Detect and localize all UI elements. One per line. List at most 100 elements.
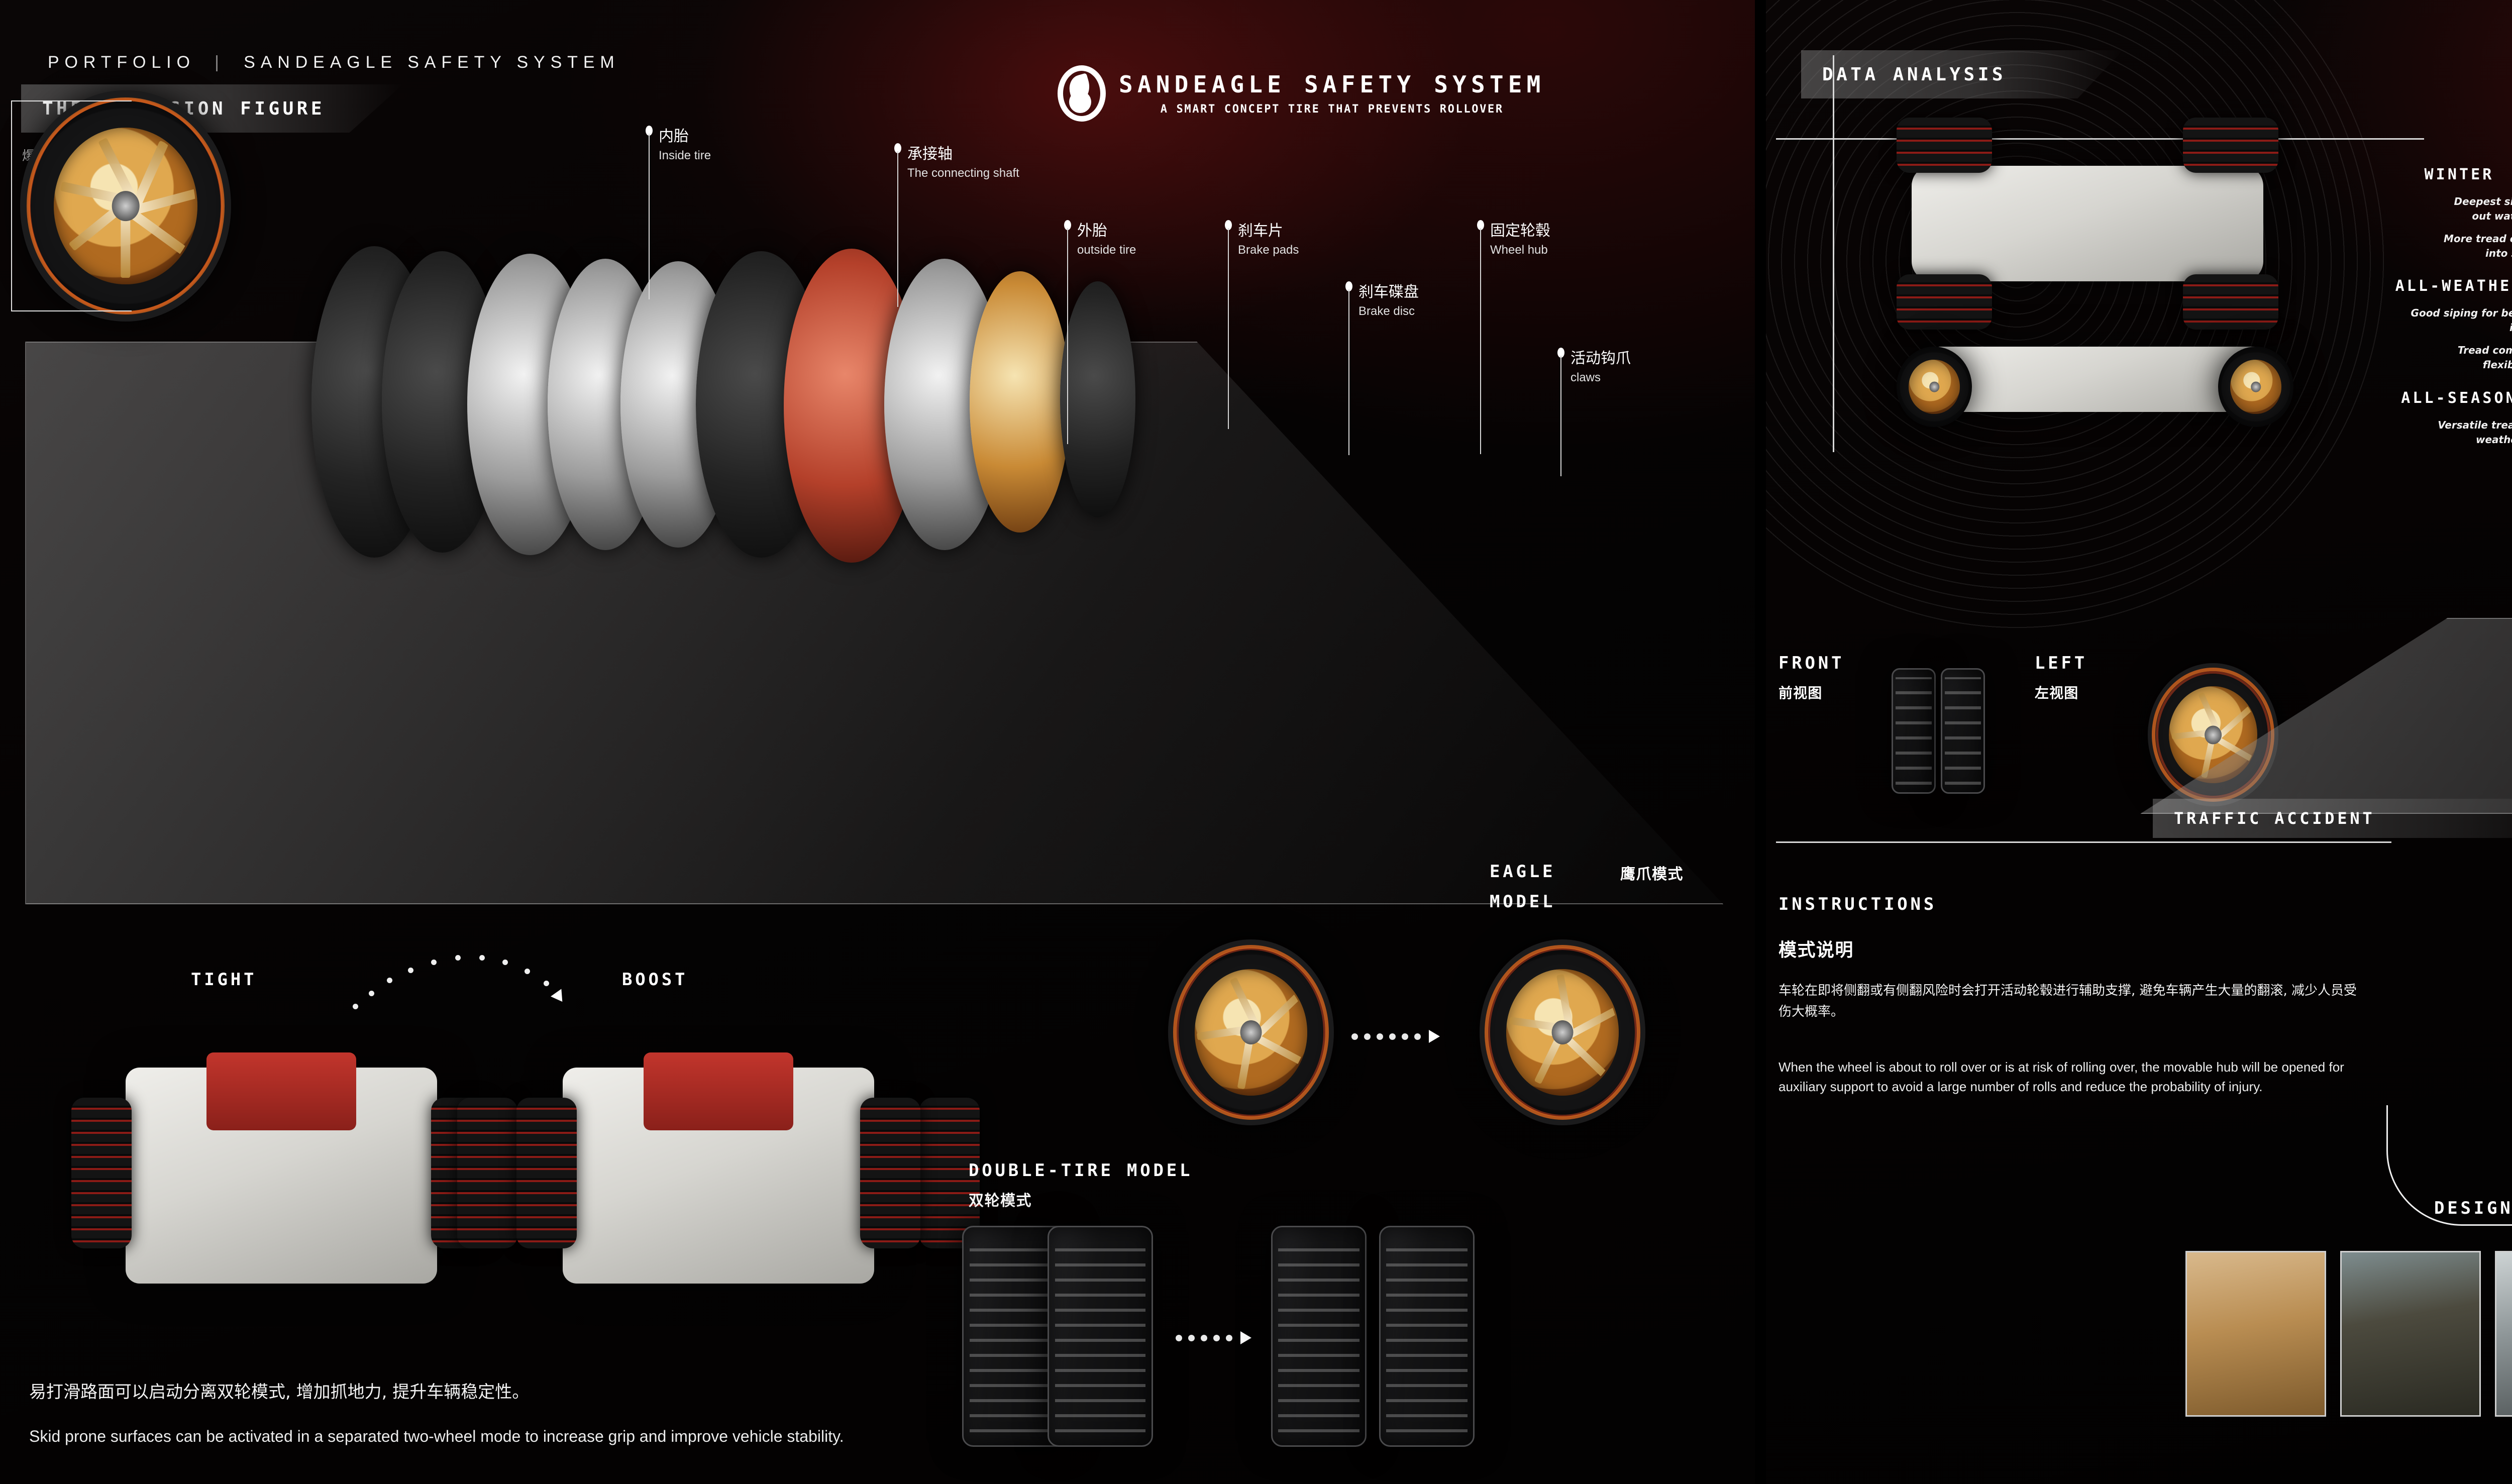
mode-transition-arrow — [352, 944, 573, 1015]
view-label-front-en: FRONT — [1778, 653, 1845, 673]
side-view-wheel-front — [1897, 347, 1972, 427]
design-scenario-title: DESIGN SCENARIO DIAGRAM — [2434, 1198, 2512, 1218]
portfolio-label: PORTFOLIO — [48, 53, 195, 72]
arrow-head-icon — [1240, 1331, 1251, 1344]
vehicle-cabin — [644, 1052, 793, 1130]
spec-all-season: ALL-SEASON Versatile tread for normal we… — [2334, 389, 2512, 455]
spec-winter: WINTER Deepest siping to push out water … — [2334, 166, 2512, 269]
mode-label-tight: TIGHT — [191, 970, 257, 990]
callout-dot-icon — [1345, 281, 1352, 291]
views-bottom-rule — [1776, 841, 2391, 843]
double-tire-transition-dots — [1176, 1331, 1251, 1344]
left-panel: PORTFOLIO | SANDEAGLE SAFETY SYSTEM SAND… — [0, 0, 1755, 1484]
mode-description-cn: 易打滑路面可以启动分离双轮模式, 增加抓地力, 提升车辆稳定性。 — [29, 1382, 530, 1402]
eagle-mode-tire-open — [1480, 939, 1645, 1125]
brand-tagline: A SMART CONCEPT TIRE THAT PREVENTS ROLLO… — [1160, 102, 1504, 116]
callout-en-label: Brake pads — [1238, 243, 1299, 257]
callout-en-label: Wheel hub — [1490, 243, 1548, 257]
callout-stem — [897, 151, 898, 307]
spec-heading: ALL-SEASON — [2401, 389, 2512, 407]
callout-cn-label: 活动钩爪 — [1571, 350, 1631, 367]
vehicle-top-view-render — [1897, 118, 2278, 330]
callout-dot-icon — [894, 143, 901, 153]
double-tire-model-cn: 双轮模式 — [969, 1192, 1032, 1210]
hero-tire-render — [20, 90, 231, 322]
callout-stem — [1560, 356, 1561, 476]
vehicle-wheel-right-outer — [919, 1098, 980, 1248]
hero-tire-frame — [11, 100, 132, 311]
vehicle-wheel-left-outer — [457, 1098, 517, 1248]
project-name: SANDEAGLE SAFETY SYSTEM — [244, 53, 620, 72]
tire-hub — [2205, 725, 2222, 745]
instructions-cn-body: 车轮在即将侧翻或有侧翻风险时会打开活动轮毂进行辅助支撑, 避免车辆产生大量的翻滚… — [1778, 983, 2357, 1019]
instructions-title: INSTRUCTIONS — [1778, 894, 1937, 914]
vehicle-cabin — [206, 1052, 356, 1130]
tire-sidewall-ring — [26, 97, 225, 315]
instructions-cn-body-wrap: 车轮在即将侧翻或有侧翻风险时会打开活动轮毂进行辅助支撑, 避免车辆产生大量的翻滚… — [1778, 981, 2361, 1022]
spec-line: Tread compound stays flexible below 7°C — [2457, 344, 2512, 371]
logo-text-group: SANDEAGLE SAFETY SYSTEM A SMART CONCEPT … — [1119, 71, 1545, 116]
panel-divider — [1755, 0, 1766, 1484]
eagle-model-cn: 鹰爪模式 — [1620, 866, 1684, 883]
tire-hub — [1929, 381, 1939, 392]
callout-cn-label: 刹车碟盘 — [1358, 283, 1419, 301]
photo-snow-crash — [2340, 1251, 2481, 1417]
callout-stem — [1067, 228, 1068, 444]
data-analysis-banner: DATA ANALYSIS — [1801, 50, 2123, 98]
spec-line: Versatile tread for normal weather condi… — [2438, 419, 2512, 446]
spec-heading: ALL-WEATHER — [2395, 277, 2512, 295]
traffic-accident-banner: TRAFFIC ACCIDENT — [2153, 799, 2512, 838]
callout-cn-label: 内胎 — [659, 128, 689, 145]
data-analysis-underline — [1776, 138, 2424, 140]
instructions-en-body: When the wheel is about to roll over or … — [1778, 1059, 2344, 1094]
vehicle-render-boost — [457, 1052, 980, 1284]
double-tire-split-b — [1379, 1226, 1475, 1447]
vehicle-render-tight — [71, 1052, 491, 1284]
tire-sidewall-ring — [1484, 945, 1641, 1120]
callout-en-label: The connecting shaft — [907, 166, 1019, 180]
eagle-mode-transition-dots — [1351, 1030, 1440, 1043]
callout-stem — [1228, 228, 1229, 429]
tire-sidewall-ring — [1173, 945, 1329, 1120]
photo-sandstorm — [2185, 1251, 2326, 1417]
spec-heading: WINTER — [2424, 166, 2494, 183]
mode-description-block: 易打滑路面可以启动分离双轮模式, 增加抓地力, 提升车辆稳定性。 Skid pr… — [29, 1379, 883, 1448]
vehicle-wheel-right-inner — [860, 1098, 920, 1248]
vehicle-wheel-rr — [2183, 274, 2278, 330]
callout-en-label: Inside tire — [659, 149, 711, 162]
vehicle-wheel-fr — [2183, 118, 2278, 173]
vehicle-wheel-rl — [1897, 274, 1992, 330]
vehicle-wheel-left — [71, 1098, 132, 1248]
vehicle-side-view-render — [1917, 347, 2278, 412]
arrow-head-icon — [551, 989, 568, 1006]
instructions-en-body-wrap: When the wheel is about to roll over or … — [1778, 1057, 2376, 1097]
callout-stem — [649, 134, 650, 299]
photo-car-wreck — [2495, 1251, 2512, 1417]
callout-cn-label: 承接轴 — [907, 145, 953, 163]
callout-dot-icon — [1225, 220, 1232, 230]
front-view-tire-a — [1892, 668, 1936, 794]
exploded-part-wheel-hub — [970, 271, 1070, 533]
arrow-head-icon — [1429, 1030, 1440, 1043]
vehicle-wheel-left-inner — [516, 1098, 577, 1248]
eagle-model-line1: EAGLE — [1490, 862, 1556, 882]
callout-dot-icon — [1477, 220, 1484, 230]
callout-cn-label: 外胎 — [1077, 222, 1107, 240]
spec-line: Deepest siping to push out water and slu… — [2454, 195, 2512, 222]
tire-hub — [112, 191, 140, 221]
double-tire-split-a — [1271, 1226, 1367, 1447]
callout-dot-icon — [1557, 348, 1564, 358]
callout-cn-label: 刹车片 — [1238, 222, 1283, 240]
breadcrumb-separator: | — [215, 53, 225, 72]
callout-en-label: outside tire — [1077, 243, 1136, 257]
callout-stem — [1480, 228, 1481, 454]
callout-dot-icon — [1064, 220, 1071, 230]
eagle-mode-tire-closed — [1168, 939, 1334, 1125]
data-analysis-vertical-rule — [1833, 55, 1834, 452]
right-panel: PORTFOLIO | LINKKON DESIGN SANDEAGLE SAF… — [1766, 0, 2512, 1484]
double-tire-model-en: DOUBLE-TIRE MODEL — [969, 1160, 1193, 1181]
tire-hub — [1551, 1020, 1574, 1045]
spec-all-weather: ALL-WEATHER Good siping for better tract… — [2334, 277, 2512, 380]
banner-title: TRAFFIC ACCIDENT — [2174, 809, 2375, 828]
